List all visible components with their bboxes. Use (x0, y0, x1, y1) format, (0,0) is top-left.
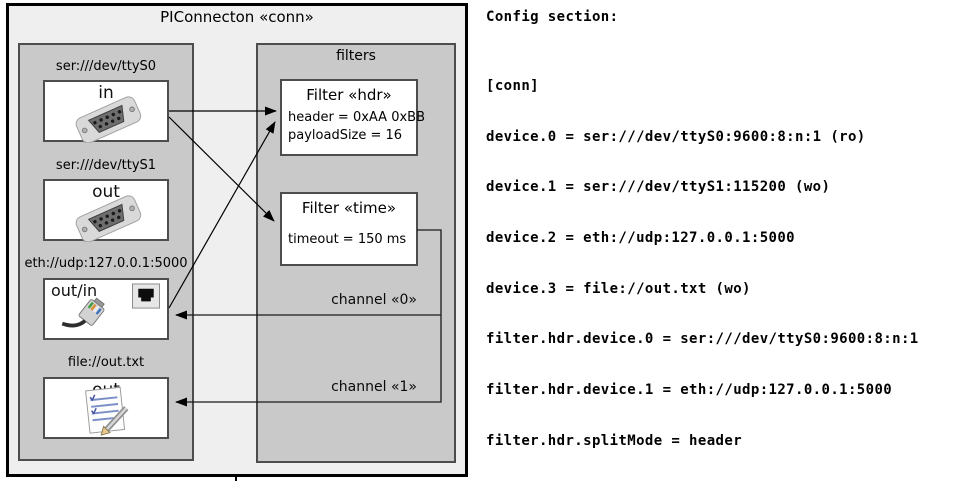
device-port-label: in (98, 83, 114, 103)
config-heading: Config section: (486, 9, 619, 25)
channel-1-label: channel «1» (331, 379, 417, 395)
config-line: filter.hdr.device.1 = eth://udp:127.0.0.… (486, 382, 893, 399)
config-line: device.3 = file://out.txt (wo) (486, 280, 751, 297)
config-line: [conn] (486, 78, 539, 94)
bottom-tick-mark (235, 475, 237, 481)
ethernet-plug-icon (61, 297, 105, 328)
filter-hdr-title: Filter «hdr» (306, 86, 392, 104)
device-label-file: file://out.txt (67, 355, 145, 370)
filter-box-hdr: Filter «hdr» header = 0xAA 0xBB payloadS… (280, 79, 425, 156)
filter-box-time: Filter «time» timeout = 150 ms (280, 192, 418, 266)
config-line: filter.hdr.device.0 = ser:///dev/ttyS0:9… (486, 331, 919, 348)
config-line: filter.hdr.splitMode = header (486, 432, 743, 449)
serial-connector-icon (75, 195, 142, 242)
ethernet-port-icon (132, 283, 160, 309)
filter-time-title: Filter «time» (301, 199, 397, 217)
filter-hdr-attr-payloadsize: payloadSize = 16 (288, 128, 403, 143)
filter-time-attr-timeout: timeout = 150 ms (288, 232, 407, 247)
device-label-eth: eth://udp:127.0.0.1:5000 (24, 256, 188, 271)
config-lines: [conn] device.0 = ser:///dev/ttyS0:9600:… (486, 45, 927, 484)
filters-panel-title: filters (336, 48, 376, 64)
serial-connector-icon (75, 96, 142, 143)
file-notepad-icon (85, 386, 129, 436)
device-port-label: out (92, 182, 120, 202)
device-box-eth: out/in (43, 278, 169, 340)
config-line: device.2 = eth://udp:127.0.0.1:5000 (486, 230, 796, 247)
device-box-ttys0: in (43, 80, 169, 143)
device-label-ttys0: ser:///dev/ttyS0 (55, 59, 157, 74)
device-box-ttys1: out (43, 179, 169, 242)
device-port-label: out/in (51, 281, 98, 300)
device-label-ttys1: ser:///dev/ttyS1 (55, 158, 157, 173)
config-line: device.1 = ser:///dev/ttyS1:115200 (wo) (486, 179, 831, 196)
device-box-file: out (43, 377, 169, 439)
config-panel: Config section: [conn] device.0 = ser://… (486, 0, 964, 484)
filter-hdr-attr-header: header = 0xAA 0xBB (288, 110, 426, 125)
channel-0-label: channel «0» (331, 292, 417, 308)
config-line: device.0 = ser:///dev/ttyS0:9600:8:n:1 (… (486, 128, 866, 145)
connection-title: PIConnecton «conn» (160, 8, 314, 26)
